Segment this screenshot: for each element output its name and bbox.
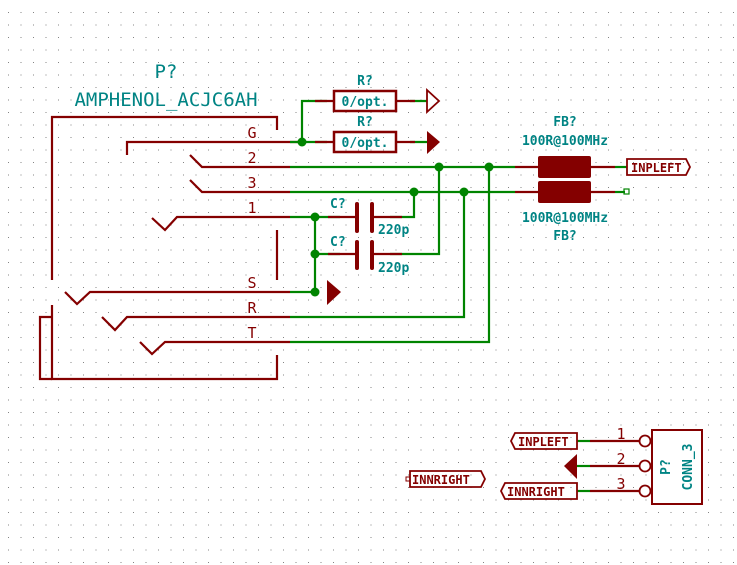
pin-name-s: S [247,274,256,292]
ferrite-reference: FB? [553,115,576,130]
ferrite-body [538,156,591,178]
pin-name-1: 1 [247,199,256,217]
unconnected-pin-marker [623,188,630,195]
resistor-reference: R? [357,115,373,130]
capacitor-value: 220p [378,223,409,238]
junction-dot [297,137,307,147]
ground-flag-filled-icon [327,280,341,305]
jack-pin-r-line [101,315,290,332]
resistor-value: 0/opt. [342,136,389,151]
wire[interactable] [300,99,327,142]
jack-pin-1-line [151,215,290,232]
wire[interactable] [290,192,466,319]
jack-reference: P? [155,61,178,83]
ferrite-value: 100R@100MHz [522,134,608,149]
label-shape [499,482,578,500]
connector-pin-number: 2 [616,450,625,468]
power-flag-open-icon [426,87,441,115]
junctions [297,137,494,297]
pin-name-3: 3 [247,174,256,192]
wire[interactable] [390,192,416,219]
ferrite-value: 100R@100MHz [522,211,608,226]
pin-name-g: G [247,124,256,142]
ground-flag-filled-icon [564,454,577,479]
jack-outline-left [38,315,52,381]
junction-dot [310,212,320,222]
ferrite-bead-1[interactable]: FB? 100R@100MHz [515,115,615,178]
label-shape [409,470,487,488]
connector-pin-number: 3 [616,475,625,493]
capacitor-1[interactable]: C? 220p [328,197,409,238]
jack-outline-bottom [50,305,279,381]
ferrite-bead-2[interactable]: 100R@100MHz FB? [515,181,615,244]
label-text: INPLEFT [518,435,569,449]
pin-name-r: R [247,299,257,317]
capacitor-reference: C? [330,197,346,212]
global-label-inpleft-out[interactable]: INPLEFT [626,158,692,176]
wire[interactable] [390,167,441,256]
connector-body [651,429,703,505]
global-label-inpleft-in[interactable]: INPLEFT [509,432,578,450]
ferrite-reference: FB? [553,229,576,244]
connector-reference: P? [659,459,674,475]
resistor-reference: R? [357,74,373,89]
pin-name-t: T [247,324,256,342]
junction-dot [310,249,320,259]
connector-conn3[interactable]: 1 2 3 P? CONN_3 [590,425,703,505]
jack-pin-s-line [64,290,290,306]
label-shape [509,432,578,450]
jack-pin-g-line [125,140,302,155]
jack-outline-top [50,115,279,280]
label-text: INPLEFT [631,161,682,175]
label-text: INNRIGHT [507,485,565,499]
ground-flag-filled-icon [427,131,440,154]
audio-jack-symbol[interactable]: P? AMPHENOL_ACJC6AH G 2 3 1 S R T [38,61,302,381]
junction-dot [434,162,444,172]
connector-pin-number: 1 [616,425,625,443]
connector-value: CONN_3 [681,444,696,491]
junction-dot [310,287,320,297]
resistor-2[interactable]: R? 0/opt. [315,115,440,154]
connector-pin-circle [638,459,652,473]
capacitor-value: 220p [378,261,409,276]
resistor-body [332,89,398,113]
global-label-innright-in[interactable]: INNRIGHT [499,482,578,500]
jack-pin-2-line [189,154,290,169]
junction-dot [409,187,419,197]
capacitor-2[interactable]: C? 220p [328,235,409,276]
jack-value: AMPHENOL_ACJC6AH [74,89,257,111]
label-shape [626,158,692,176]
ferrite-body [538,181,591,203]
jack-pin-t-line [139,340,290,356]
resistor-value: 0/opt. [342,95,389,110]
resistor-body [332,130,398,154]
wire[interactable] [290,167,491,344]
pin-name-2: 2 [247,149,256,167]
global-label-innright-free[interactable]: INNRIGHT [405,470,487,488]
junction-dot [484,162,494,172]
label-text: INNRIGHT [412,473,470,487]
junction-dot [459,187,469,197]
capacitor-reference: C? [330,235,346,250]
jack-pin-3-line [189,179,290,194]
connector-pin-circle [638,484,652,498]
connector-pin-circle [638,434,652,448]
resistor-1[interactable]: R? 0/opt. [315,74,441,115]
